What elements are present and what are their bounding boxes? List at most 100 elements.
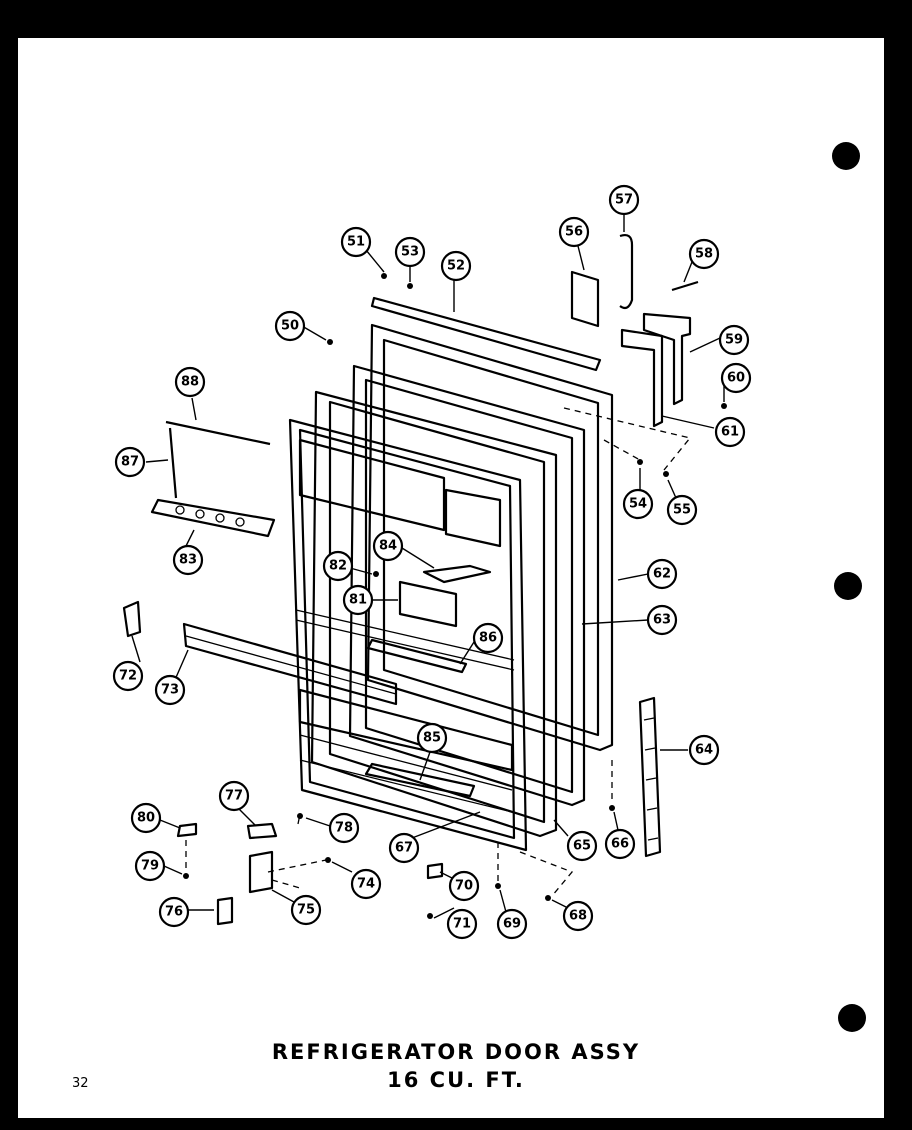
trim-strip-88 [165, 420, 271, 446]
svg-text:77: 77 [225, 789, 243, 804]
callout-51[interactable]: 51 [340, 226, 372, 258]
binder-hole-top [832, 142, 860, 170]
callout-87[interactable]: 87 [114, 446, 146, 478]
svg-text:71: 71 [453, 917, 471, 932]
callout-69[interactable]: 69 [496, 908, 528, 940]
svg-text:78: 78 [335, 821, 353, 836]
screw-68 [545, 895, 551, 901]
binder-hole-middle [834, 572, 862, 600]
svg-text:51: 51 [347, 235, 365, 250]
callout-74[interactable]: 74 [350, 868, 382, 900]
svg-text:66: 66 [611, 837, 629, 852]
gasket-strip-64 [638, 696, 662, 858]
svg-text:61: 61 [721, 425, 739, 440]
callout-59[interactable]: 59 [718, 324, 750, 356]
hinge-bracket-80 [176, 822, 198, 838]
svg-text:73: 73 [161, 683, 179, 698]
bin-81 [398, 580, 458, 628]
callout-61[interactable]: 61 [714, 416, 746, 448]
callout-64[interactable]: 64 [688, 734, 720, 766]
svg-text:60: 60 [727, 371, 745, 386]
trim-58 [671, 280, 699, 292]
screw-66 [609, 805, 615, 811]
handle-57 [619, 233, 634, 310]
callout-58[interactable]: 58 [688, 238, 720, 270]
screw-69 [495, 883, 501, 889]
callout-80[interactable]: 80 [130, 802, 162, 834]
callout-63[interactable]: 63 [646, 604, 678, 636]
callout-53[interactable]: 53 [394, 236, 426, 268]
leader-lines [131, 212, 725, 919]
screw-71 [427, 913, 433, 919]
callout-68[interactable]: 68 [562, 900, 594, 932]
screw-78 [297, 813, 303, 819]
callout-83[interactable]: 83 [172, 544, 204, 576]
svg-text:82: 82 [329, 559, 347, 574]
svg-text:64: 64 [695, 743, 713, 758]
callout-77[interactable]: 77 [218, 780, 250, 812]
callout-50[interactable]: 50 [274, 310, 306, 342]
callout-79[interactable]: 79 [134, 850, 166, 882]
parts-sheet [18, 38, 884, 1118]
svg-text:54: 54 [629, 497, 647, 512]
shelf-rail-83 [150, 498, 276, 538]
callout-71[interactable]: 71 [446, 908, 478, 940]
svg-text:81: 81 [349, 593, 367, 608]
svg-text:58: 58 [695, 247, 713, 262]
callout-73[interactable]: 73 [154, 674, 186, 706]
svg-text:56: 56 [565, 225, 583, 240]
callout-85[interactable]: 85 [416, 722, 448, 754]
callout-84[interactable]: 84 [372, 530, 404, 562]
svg-text:87: 87 [121, 455, 139, 470]
bin-84 [422, 564, 492, 584]
callout-56[interactable]: 56 [558, 216, 590, 248]
screw-53 [407, 283, 413, 289]
callout-54[interactable]: 54 [622, 488, 654, 520]
svg-text:57: 57 [615, 193, 633, 208]
door-top-cap-52 [370, 296, 602, 372]
svg-text:52: 52 [447, 259, 465, 274]
part-56 [570, 270, 600, 328]
callout-55[interactable]: 55 [666, 494, 698, 526]
callout-66[interactable]: 66 [604, 828, 636, 860]
callout-78[interactable]: 78 [328, 812, 360, 844]
svg-text:62: 62 [653, 567, 671, 582]
callout-86[interactable]: 86 [472, 622, 504, 654]
svg-text:53: 53 [401, 245, 419, 260]
svg-text:67: 67 [395, 841, 413, 856]
gasket-85 [364, 762, 476, 798]
callout-88[interactable]: 88 [174, 366, 206, 398]
callout-57[interactable]: 57 [608, 184, 640, 216]
svg-text:84: 84 [379, 539, 397, 554]
callout-62[interactable]: 62 [646, 558, 678, 590]
callout-75[interactable]: 75 [290, 894, 322, 926]
svg-text:85: 85 [423, 731, 441, 746]
svg-text:80: 80 [137, 811, 155, 826]
callout-60[interactable]: 60 [720, 362, 752, 394]
bracket-61 [620, 328, 664, 428]
callout-65[interactable]: 65 [566, 830, 598, 862]
callout-52[interactable]: 52 [440, 250, 472, 282]
svg-text:86: 86 [479, 631, 497, 646]
callout-82[interactable]: 82 [322, 550, 354, 582]
svg-text:72: 72 [119, 669, 137, 684]
svg-text:88: 88 [181, 375, 199, 390]
svg-text:69: 69 [503, 917, 521, 932]
part-70 [426, 862, 444, 880]
door-panel-65 [310, 390, 558, 838]
door-gasket-62 [366, 323, 614, 752]
callout-76[interactable]: 76 [158, 896, 190, 928]
callout-81[interactable]: 81 [342, 584, 374, 616]
screw-50 [327, 339, 333, 345]
screw-51 [381, 273, 387, 279]
callout-72[interactable]: 72 [112, 660, 144, 692]
screw-54 [637, 459, 643, 465]
callout-67[interactable]: 67 [388, 832, 420, 864]
svg-text:70: 70 [455, 879, 473, 894]
diagram-subtitle: 16 CU. FT. [387, 1068, 525, 1092]
callout-70[interactable]: 70 [448, 870, 480, 902]
trim-strip-87 [168, 427, 178, 499]
screw-79 [183, 873, 189, 879]
svg-text:74: 74 [357, 877, 375, 892]
